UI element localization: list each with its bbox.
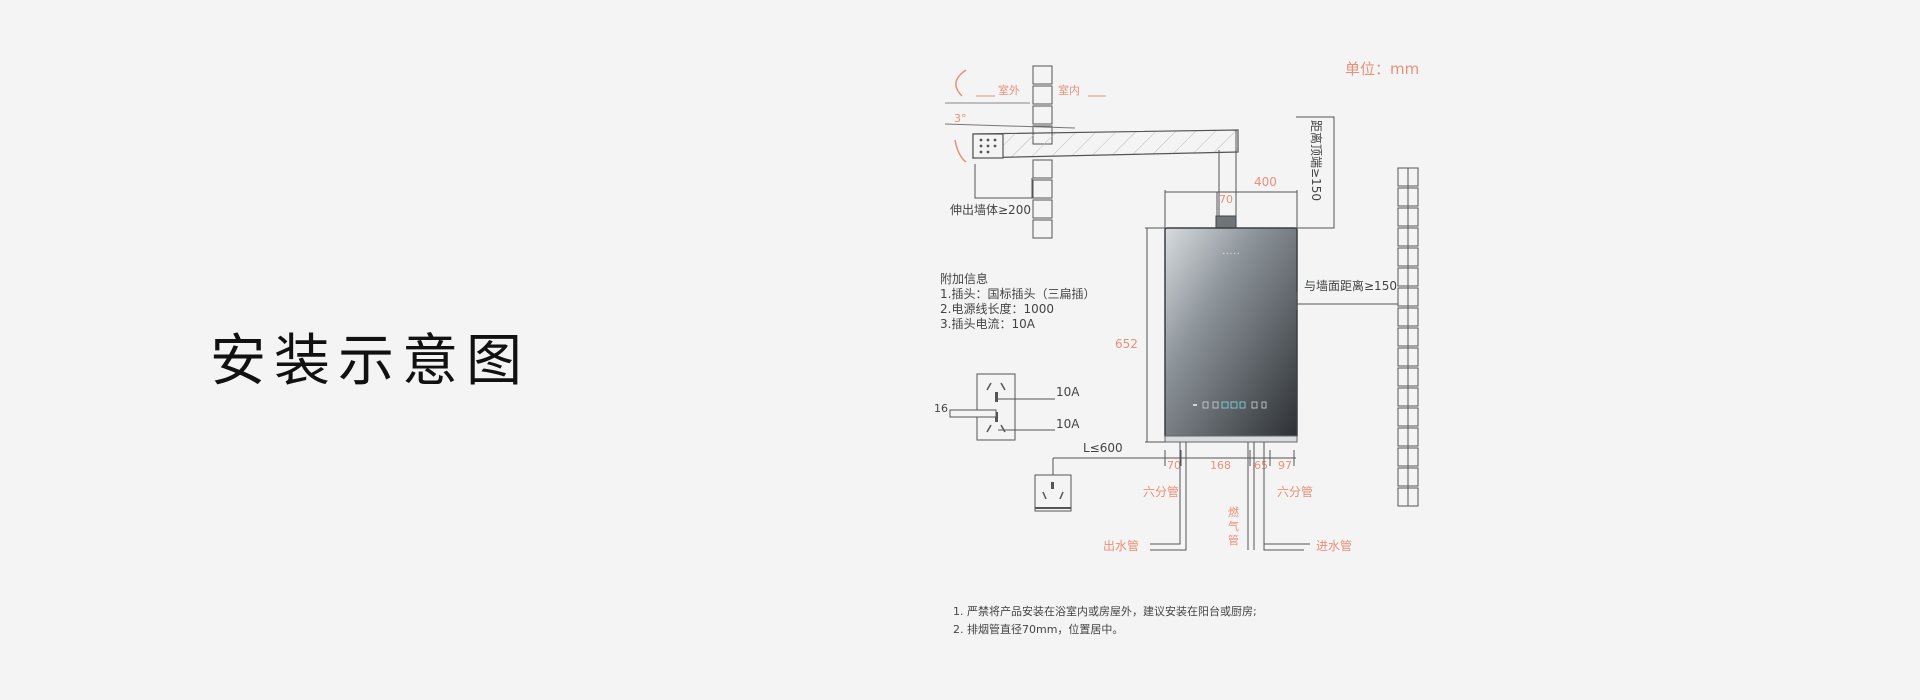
width-label: 400	[1254, 175, 1277, 189]
left-pipe-size: 六分管	[1143, 484, 1179, 499]
angle-arc-top	[955, 69, 967, 97]
extend-label: 伸出墙体≥200	[950, 203, 1031, 217]
note-2: 2. 排烟管直径70mm，位置居中。	[953, 622, 1123, 636]
dim-bottom-right: 97	[1278, 459, 1292, 472]
outdoor-label: 室外	[998, 83, 1020, 97]
flue-diameter-label: 70	[1219, 193, 1233, 206]
ceiling-distance: 距离顶端≥150	[1296, 116, 1335, 229]
heater-base	[1164, 435, 1298, 443]
right-pipe-size: 六分管	[1277, 484, 1313, 499]
extra-info-line-1: 1.插头：国标插头（三扁插）	[940, 287, 1095, 301]
extra-info-line-2: 2.电源线长度：1000	[940, 301, 1054, 316]
socket: L≤600	[1034, 441, 1170, 512]
flue-outlet	[1215, 215, 1237, 230]
gas-pipe-label-3: 管	[1228, 533, 1239, 547]
outlet-pipe-label: 出水管	[1103, 538, 1139, 553]
plug-face	[976, 373, 1016, 441]
angle-label: 3°	[954, 112, 967, 125]
plug-size-label: 16	[934, 402, 948, 415]
extra-info-line-3: 3.插头电流：10A	[940, 317, 1036, 331]
height-label: 652	[1115, 337, 1138, 351]
width-dimension: 70 400	[1164, 175, 1298, 228]
wall-distance: 与墙面距离≥150	[1296, 278, 1398, 310]
cable-length-label: L≤600	[1083, 441, 1123, 455]
extra-info-heading: 附加信息	[940, 271, 988, 286]
gas-pipe-label-2: 气	[1228, 519, 1239, 533]
flue-vent-holes	[979, 138, 997, 154]
inlet-pipe-label: 进水管	[1316, 538, 1352, 553]
extend-bracket	[974, 164, 1033, 199]
pipes	[1150, 442, 1310, 551]
page-title: 安装示意图	[210, 329, 530, 394]
indoor-label: 室内	[1058, 83, 1080, 97]
unit-label: 单位：mm	[1345, 60, 1419, 78]
height-dimension: 652	[1115, 227, 1165, 443]
heater-logo: • • • • •	[1223, 251, 1240, 256]
gas-pipe-label-1: 燃	[1228, 505, 1239, 519]
plug-current-top: 10A	[1056, 385, 1080, 399]
plug-diagram: 16 10A 10A	[934, 373, 1080, 441]
dim-bottom-mid: 168	[1210, 459, 1231, 472]
plug-pin	[949, 409, 997, 418]
flue-pipe	[972, 129, 1239, 159]
outlet-pipe	[1150, 442, 1181, 545]
ceiling-distance-label: 距离顶端≥150	[1309, 120, 1324, 201]
plug-current-bottom: 10A	[1056, 417, 1080, 431]
note-1: 1. 严禁将产品安装在浴室内或房屋外，建议安装在阳台或厨房;	[953, 604, 1257, 618]
wall-distance-label: 与墙面距离≥150	[1304, 278, 1397, 293]
angle-arc-bottom	[954, 139, 967, 163]
heater-display	[1193, 401, 1267, 409]
dim-bottom-left: 70	[1167, 459, 1181, 472]
dim-bottom-65: 65	[1254, 459, 1268, 472]
right-wall	[1397, 167, 1419, 507]
extra-info: 附加信息 1.插头：国标插头（三扁插） 2.电源线长度：1000 3.插头电流：…	[940, 271, 1095, 331]
flue-wall-assembly: 3° 室外 室内 伸出墙体≥200	[944, 65, 1239, 239]
water-heater: • • • • •	[1164, 215, 1298, 443]
